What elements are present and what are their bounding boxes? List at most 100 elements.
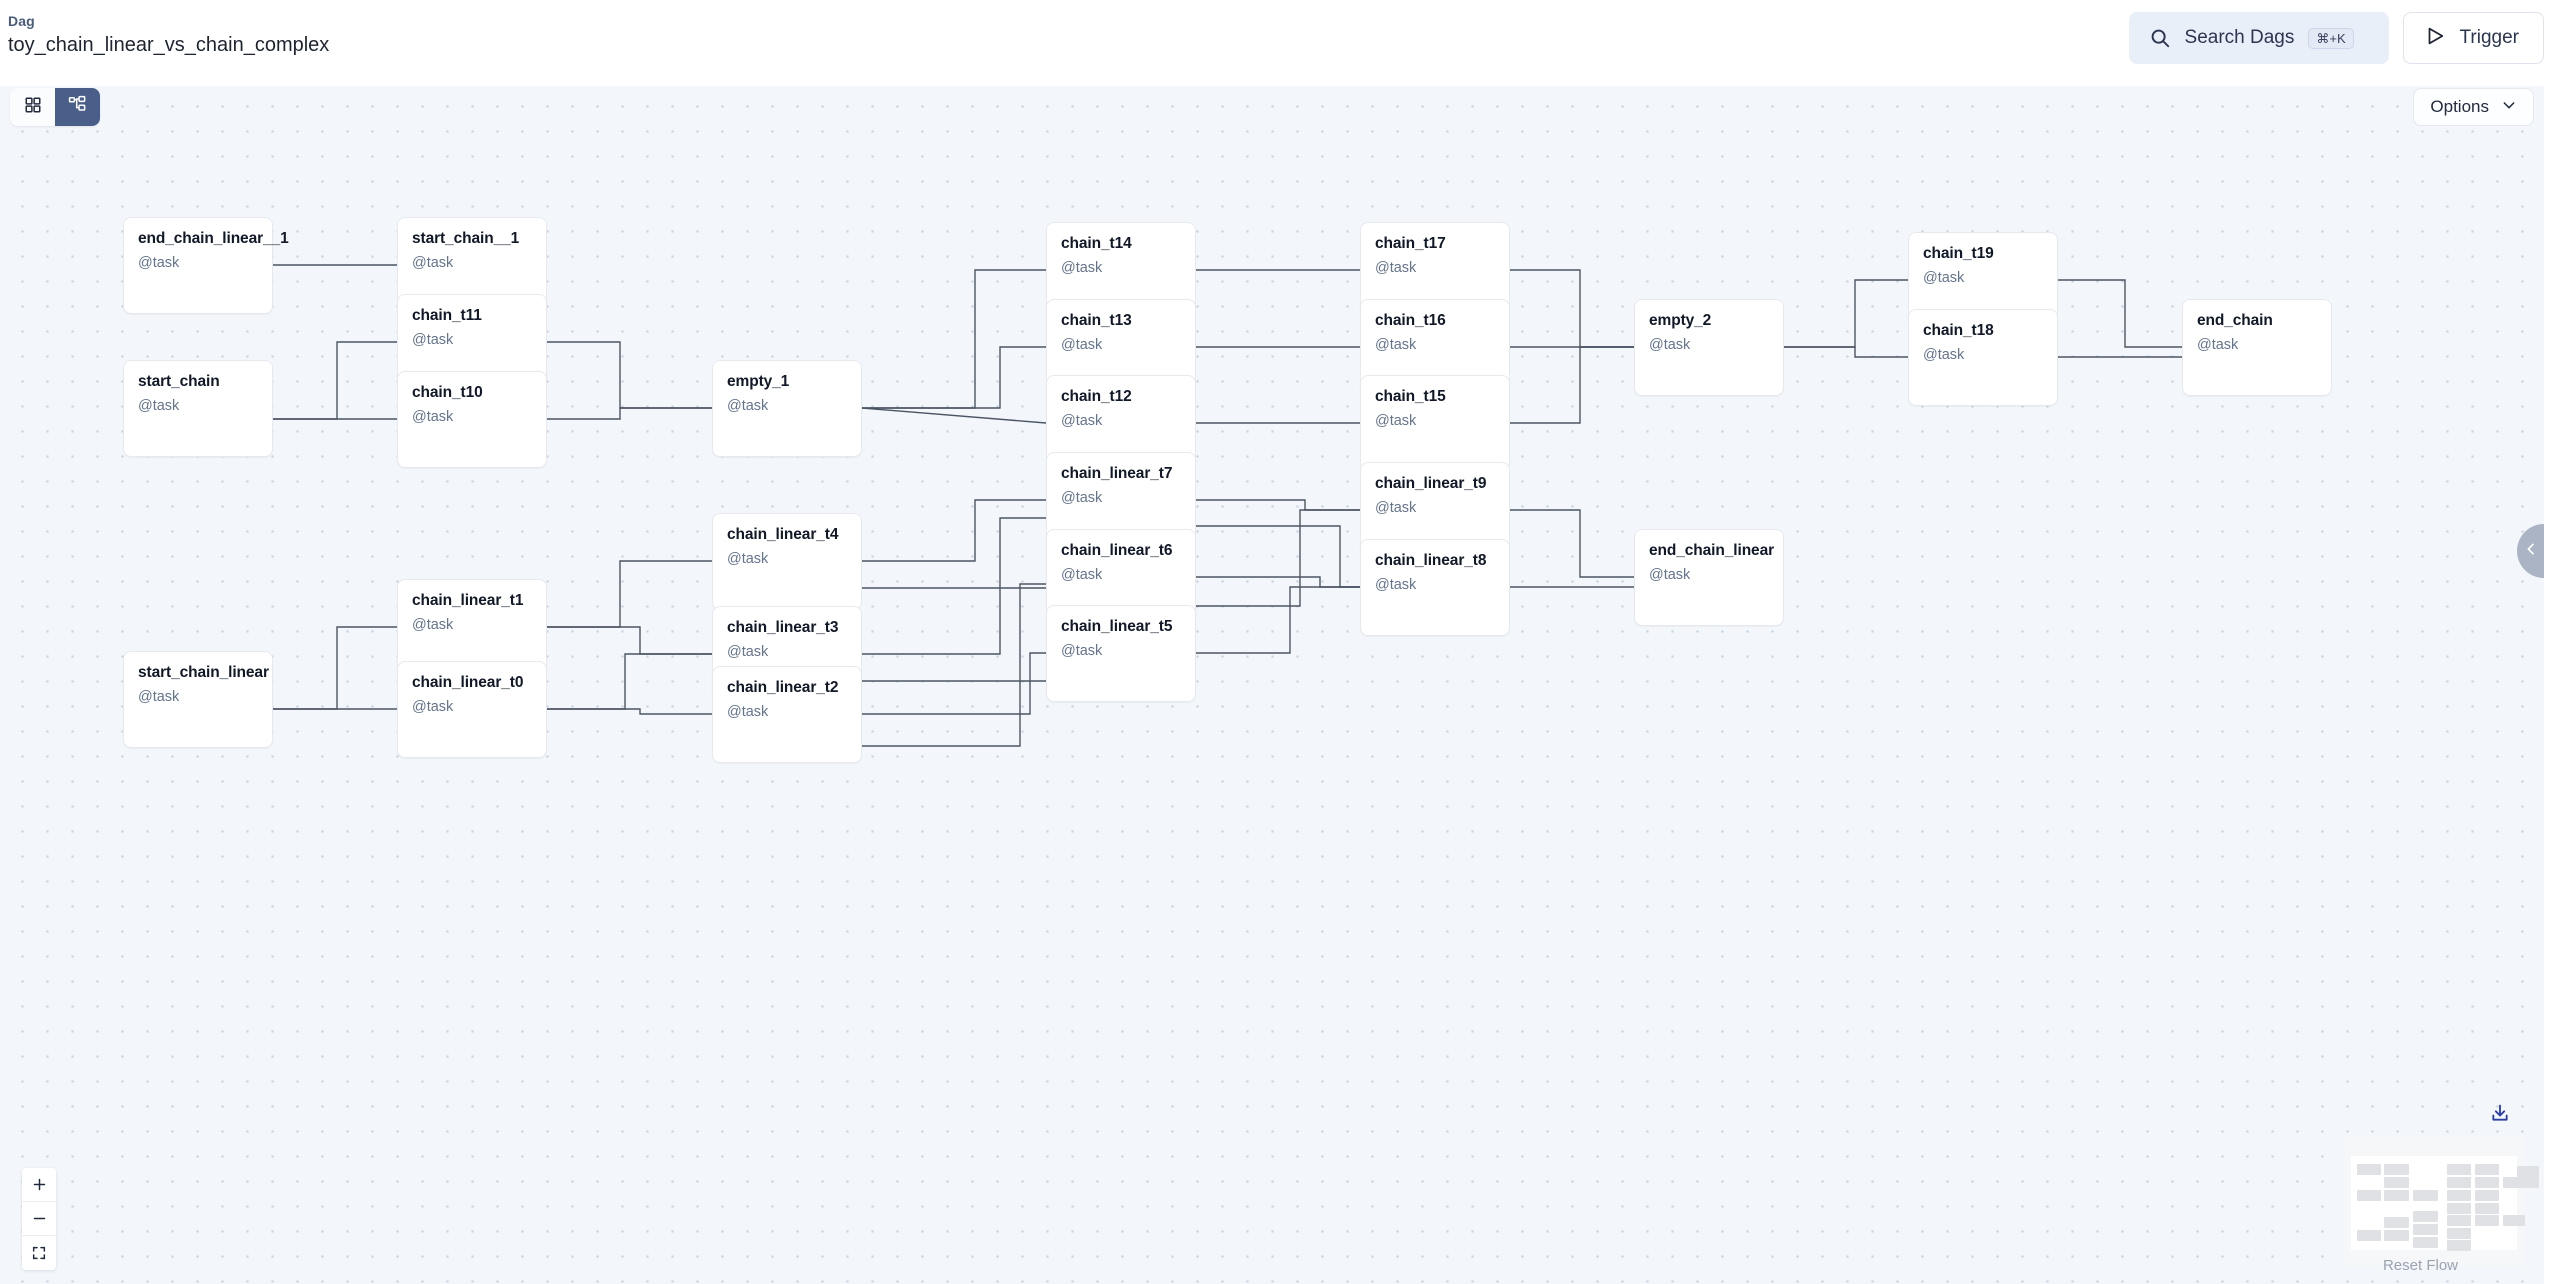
node-subtitle: @task [1649, 337, 1691, 353]
node-title: start_chain_linear [138, 664, 269, 681]
node-subtitle: @task [412, 255, 454, 271]
node-subtitle: @task [1061, 260, 1103, 276]
node-title: chain_linear_t7 [1061, 465, 1173, 482]
graph-node-start_chain_linear[interactable]: start_chain_linear @task [123, 651, 273, 748]
search-shortcut-badge: ⌘+K [2308, 27, 2354, 49]
trigger-button[interactable]: Trigger [2402, 12, 2544, 64]
node-subtitle: @task [727, 551, 769, 567]
node-subtitle: @task [1923, 347, 1965, 363]
node-title: chain_linear_t4 [727, 526, 839, 543]
page-title: toy_chain_linear_vs_chain_complex [8, 34, 330, 56]
minimap[interactable]: Reset Flow [2344, 1136, 2539, 1274]
node-title: chain_t11 [412, 307, 482, 324]
node-title: chain_linear_t1 [412, 592, 524, 609]
node-title: chain_t18 [1923, 322, 1994, 339]
play-icon [2424, 25, 2446, 52]
node-title: chain_t16 [1375, 312, 1446, 329]
zoom-out-button[interactable] [22, 1202, 56, 1236]
graph-node-end_chain[interactable]: end_chain @task [2182, 299, 2332, 396]
fit-view-icon[interactable] [22, 1236, 56, 1270]
node-title: chain_linear_t5 [1061, 618, 1173, 635]
node-subtitle: @task [1375, 337, 1417, 353]
node-subtitle: @task [727, 644, 769, 660]
node-title: chain_linear_t9 [1375, 475, 1487, 492]
graph-node-end_chain_linear[interactable]: end_chain_linear @task [1634, 529, 1784, 626]
page-header: Dag toy_chain_linear_vs_chain_complex Se… [0, 0, 2562, 86]
options-label: Options [2430, 97, 2489, 116]
node-title: chain_linear_t3 [727, 619, 839, 636]
node-title: chain_linear_t2 [727, 679, 839, 696]
node-title: end_chain_linear [1649, 542, 1775, 559]
node-subtitle: @task [412, 332, 454, 348]
zoom-controls [22, 1168, 56, 1270]
node-title: end_chain [2197, 312, 2273, 329]
node-title: chain_t10 [412, 384, 483, 401]
reset-flow-label[interactable]: Reset Flow [2382, 1257, 2458, 1274]
canvas-right-gutter [2544, 86, 2562, 1284]
graph-node-chain_linear_t2[interactable]: chain_linear_t2 @task [712, 666, 862, 763]
node-subtitle: @task [1375, 413, 1417, 429]
node-subtitle: @task [1061, 567, 1103, 583]
chevron-left-icon [2523, 541, 2539, 562]
graph-node-chain_linear_t5[interactable]: chain_linear_t5 @task [1046, 605, 1196, 702]
node-subtitle: @task [2197, 337, 2239, 353]
node-title: chain_t19 [1923, 245, 1994, 262]
node-subtitle: @task [1061, 490, 1103, 506]
view-toggle-group [10, 88, 100, 126]
graph-view-button[interactable] [55, 88, 100, 126]
graph-node-chain_linear_t8[interactable]: chain_linear_t8 @task [1360, 539, 1510, 636]
node-title: chain_t14 [1061, 235, 1132, 252]
header-title-block: Dag toy_chain_linear_vs_chain_complex [8, 12, 329, 58]
search-label: Search Dags [2184, 27, 2295, 48]
search-dags-button[interactable]: Search Dags ⌘+K [2128, 12, 2389, 64]
node-title: end_chain_linear__1 [138, 230, 289, 247]
node-title: empty_2 [1649, 312, 1712, 329]
search-icon [2149, 27, 2171, 49]
node-subtitle: @task [138, 255, 180, 271]
node-subtitle: @task [727, 704, 769, 720]
grid-view-button[interactable] [10, 88, 55, 126]
node-subtitle: @task [412, 699, 454, 715]
header-actions: Search Dags ⌘+K Trigger [2128, 12, 2544, 64]
graph-icon [68, 95, 87, 119]
node-subtitle: @task [412, 409, 454, 425]
graph-node-chain_linear_t4[interactable]: chain_linear_t4 @task [712, 513, 862, 610]
node-subtitle: @task [1061, 643, 1103, 659]
node-subtitle: @task [1375, 577, 1417, 593]
graph-node-chain_t10[interactable]: chain_t10 @task [397, 371, 547, 468]
node-subtitle: @task [1649, 567, 1691, 583]
node-title: empty_1 [727, 373, 790, 390]
node-subtitle: @task [138, 398, 180, 414]
zoom-in-button[interactable] [22, 1168, 56, 1202]
node-title: chain_t15 [1375, 388, 1446, 405]
download-icon[interactable] [2490, 1103, 2510, 1128]
graph-node-empty_1[interactable]: empty_1 @task [712, 360, 862, 457]
graph-node-chain_t15[interactable]: chain_t15 @task [1360, 375, 1510, 472]
node-subtitle: @task [1061, 413, 1103, 429]
graph-node-empty_2[interactable]: empty_2 @task [1634, 299, 1784, 396]
node-subtitle: @task [412, 617, 454, 633]
node-title: chain_linear_t6 [1061, 542, 1173, 559]
graph-edges [273, 264, 2182, 747]
minimap-viewport [2351, 1156, 2539, 1251]
node-subtitle: @task [138, 689, 180, 705]
node-subtitle: @task [1923, 270, 1965, 286]
options-button[interactable]: Options [2413, 88, 2534, 126]
node-subtitle: @task [1375, 500, 1417, 516]
node-title: chain_linear_t8 [1375, 552, 1487, 569]
graph-node-chain_linear_t1[interactable]: chain_linear_t1 @task [397, 579, 547, 676]
node-subtitle: @task [1061, 337, 1103, 353]
trigger-label: Trigger [2459, 27, 2519, 48]
graph-node-end_chain_linear__1[interactable]: end_chain_linear__1 @task [123, 217, 289, 314]
node-title: chain_linear_t0 [412, 674, 524, 691]
node-title: chain_t17 [1375, 235, 1446, 252]
graph-node-chain_linear_t0[interactable]: chain_linear_t0 @task [397, 661, 547, 758]
node-title: start_chain [138, 373, 220, 390]
graph-canvas[interactable]: end_chain_linear__1 @task start_chain__1 @t… [0, 86, 2562, 1284]
graph-node-chain_t18[interactable]: chain_t18 @task [1908, 309, 2058, 406]
graph-node-start_chain[interactable]: start_chain @task [123, 360, 273, 457]
node-title: start_chain__1 [412, 230, 520, 247]
node-subtitle: @task [1375, 260, 1417, 276]
node-subtitle: @task [727, 398, 769, 414]
